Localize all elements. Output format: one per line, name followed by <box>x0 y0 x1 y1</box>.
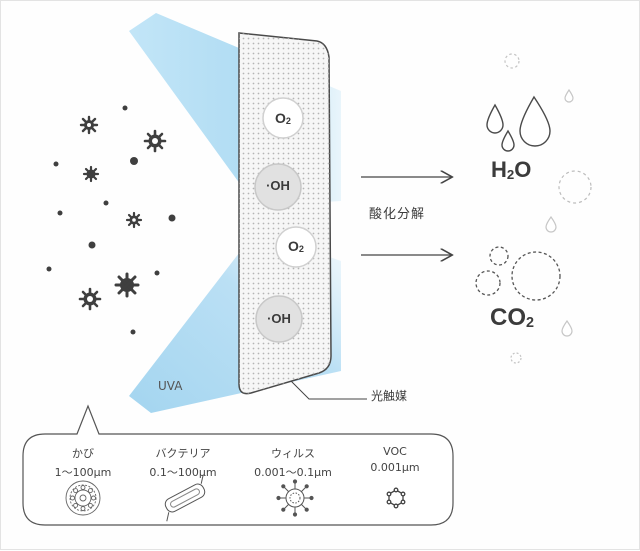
pollutant-legend-callout <box>22 404 454 526</box>
pollutant-name: かび <box>72 447 94 460</box>
particle-dot <box>130 157 138 165</box>
o2-molecule-circle <box>262 97 304 139</box>
spore-particle <box>125 211 143 229</box>
particle-dot <box>57 210 63 216</box>
pollutant-virus: ウィルス 0.001〜0.1μm <box>238 445 348 480</box>
bubble <box>489 246 509 266</box>
dashed-bubbles <box>475 53 592 364</box>
pollutant-size: 0.001μm <box>370 461 420 474</box>
pollutant-size: 1〜100μm <box>54 466 112 479</box>
water-drop-icon <box>561 319 573 337</box>
water-drop-icon <box>501 129 515 152</box>
o2-molecule-circle <box>275 226 317 268</box>
pollutant-name: バクテリア <box>155 447 211 460</box>
h2o-product-label: H2O <box>491 157 532 182</box>
hydroxyl-label-top: ·OH <box>266 178 290 193</box>
oxidation-decomposition-label: 酸化分解 <box>369 207 426 222</box>
voc-molecule-icon <box>386 487 406 509</box>
pollutant-voc: VOC 0.001μm <box>340 445 450 474</box>
pollutant-name: ウィルス <box>271 447 315 460</box>
water-drop-icon <box>519 95 551 147</box>
o2-label-top: O2 <box>275 110 291 127</box>
water-droplets <box>486 95 551 152</box>
hydroxyl-radical-circle <box>255 295 303 343</box>
pollutant-size: 0.1〜100μm <box>149 466 217 479</box>
water-drop-icon <box>545 215 557 233</box>
particle-dot <box>46 266 52 272</box>
spore-particle <box>78 287 102 311</box>
hydroxyl-label-bottom: ·OH <box>267 311 291 326</box>
particle-dot <box>88 241 96 249</box>
catalyst-leader-line <box>290 380 367 400</box>
bubble <box>475 270 501 296</box>
spore-particles <box>78 115 167 311</box>
particle-dot <box>103 200 109 206</box>
bubble <box>558 170 592 204</box>
pollutant-bacteria: バクテリア 0.1〜100μm <box>128 445 238 480</box>
uva-label: UVA <box>158 379 183 393</box>
particle-dot <box>154 270 160 276</box>
particle-dot <box>122 105 128 111</box>
spore-particle <box>82 165 100 183</box>
pollutant-mold: かび 1〜100μm <box>28 445 138 480</box>
bubble <box>510 352 522 364</box>
virus-icon <box>276 479 314 517</box>
particle-dots <box>46 105 176 335</box>
bubble <box>511 251 561 301</box>
mold-spore-icon <box>65 480 101 516</box>
water-drop-icon <box>564 88 574 103</box>
particle-dot <box>53 161 59 167</box>
bubble <box>504 53 520 69</box>
co2-product-label: CO2 <box>490 304 535 332</box>
bacteria-icon <box>164 474 206 522</box>
hydroxyl-radical-circle <box>254 163 302 211</box>
spore-particle <box>143 129 167 153</box>
pollutant-name: VOC <box>383 445 407 458</box>
faint-droplets <box>545 88 574 337</box>
pollutant-size: 0.001〜0.1μm <box>254 466 332 479</box>
o2-label-bottom: O2 <box>288 238 304 255</box>
spore-particle <box>114 272 140 298</box>
particle-dot <box>168 214 176 222</box>
photocatalyst-label: 光触媒 <box>371 389 408 403</box>
spore-particle <box>79 115 99 135</box>
particle-dot <box>130 329 136 335</box>
water-drop-icon <box>486 103 504 134</box>
